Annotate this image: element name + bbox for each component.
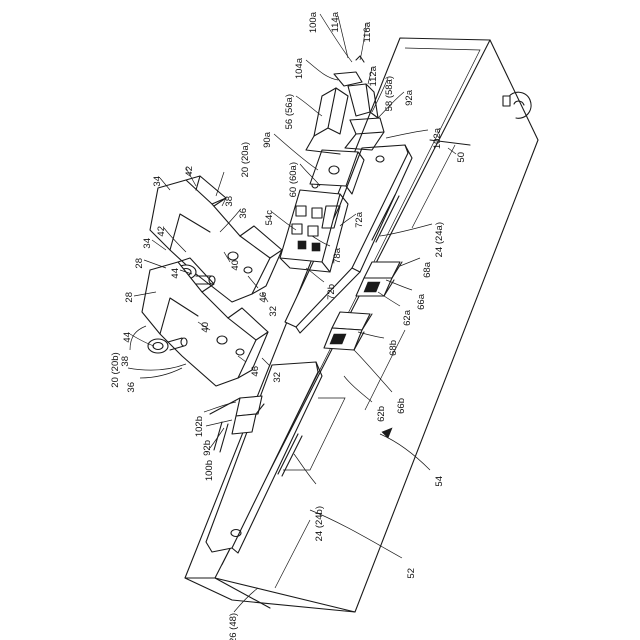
- label-68b: 68b: [388, 340, 399, 356]
- label-50: 50: [456, 152, 467, 163]
- label-100a: 100a: [308, 11, 319, 33]
- label-28-b: 28: [124, 292, 135, 303]
- label-58: 58 (58a): [384, 76, 395, 111]
- label-36-top: 36: [238, 208, 249, 219]
- label-38-top: 38: [224, 196, 235, 207]
- label-46-top: 46: [258, 292, 269, 303]
- label-112a: 112a: [368, 65, 379, 86]
- label-90a: 90a: [262, 131, 273, 148]
- label-46-b: 46: [250, 366, 261, 377]
- label-72a: 72a: [354, 211, 365, 228]
- label-62b: 62b: [376, 406, 387, 422]
- label-20b: 20 (20b): [110, 352, 121, 387]
- label-60: 60 (60a): [288, 162, 299, 197]
- label-38-b: 38: [120, 356, 131, 367]
- label-52: 52: [406, 568, 417, 579]
- label-102a: 102a: [432, 127, 443, 149]
- label-78a: 78a: [332, 247, 343, 264]
- label-36-b: 36: [126, 382, 137, 393]
- label-92b: 92b: [202, 440, 213, 456]
- label-32-top: 32: [268, 306, 279, 317]
- label-26: 26 (48): [228, 613, 239, 640]
- label-54c: 54c: [264, 210, 275, 226]
- label-40-b: 40: [200, 322, 211, 333]
- connector-block-b: [324, 312, 372, 350]
- label-44-top: 44: [170, 268, 181, 279]
- label-20a: 20 (20a): [240, 142, 251, 177]
- connector-block-a: [356, 262, 402, 296]
- label-40-top: 40: [230, 260, 241, 271]
- label-104a: 104a: [294, 57, 305, 79]
- label-24a: 24 (24a): [434, 222, 445, 257]
- label-28-top: 28: [134, 258, 145, 269]
- label-42-top: 42: [184, 166, 195, 177]
- label-102b: 102b: [194, 416, 205, 437]
- label-34-b: 34: [142, 238, 153, 249]
- label-92a: 92a: [404, 89, 415, 106]
- label-32-b: 32: [272, 372, 283, 383]
- label-100b: 100b: [204, 460, 215, 481]
- label-42-b: 42: [156, 226, 167, 237]
- label-56: 56 (56a): [284, 94, 295, 129]
- label-66b: 66b: [396, 398, 407, 414]
- label-44-b: 44: [122, 332, 133, 343]
- label-66a: 66a: [416, 293, 427, 310]
- label-72b: 72b: [326, 284, 337, 300]
- label-54: 54: [434, 476, 445, 487]
- label-114a: 114a: [330, 11, 341, 32]
- label-24b: 24 (24b): [314, 506, 325, 541]
- label-62a: 62a: [402, 309, 413, 326]
- label-116a: 116a: [362, 21, 373, 42]
- label-68a: 68a: [422, 261, 433, 278]
- label-34-top: 34: [152, 176, 163, 187]
